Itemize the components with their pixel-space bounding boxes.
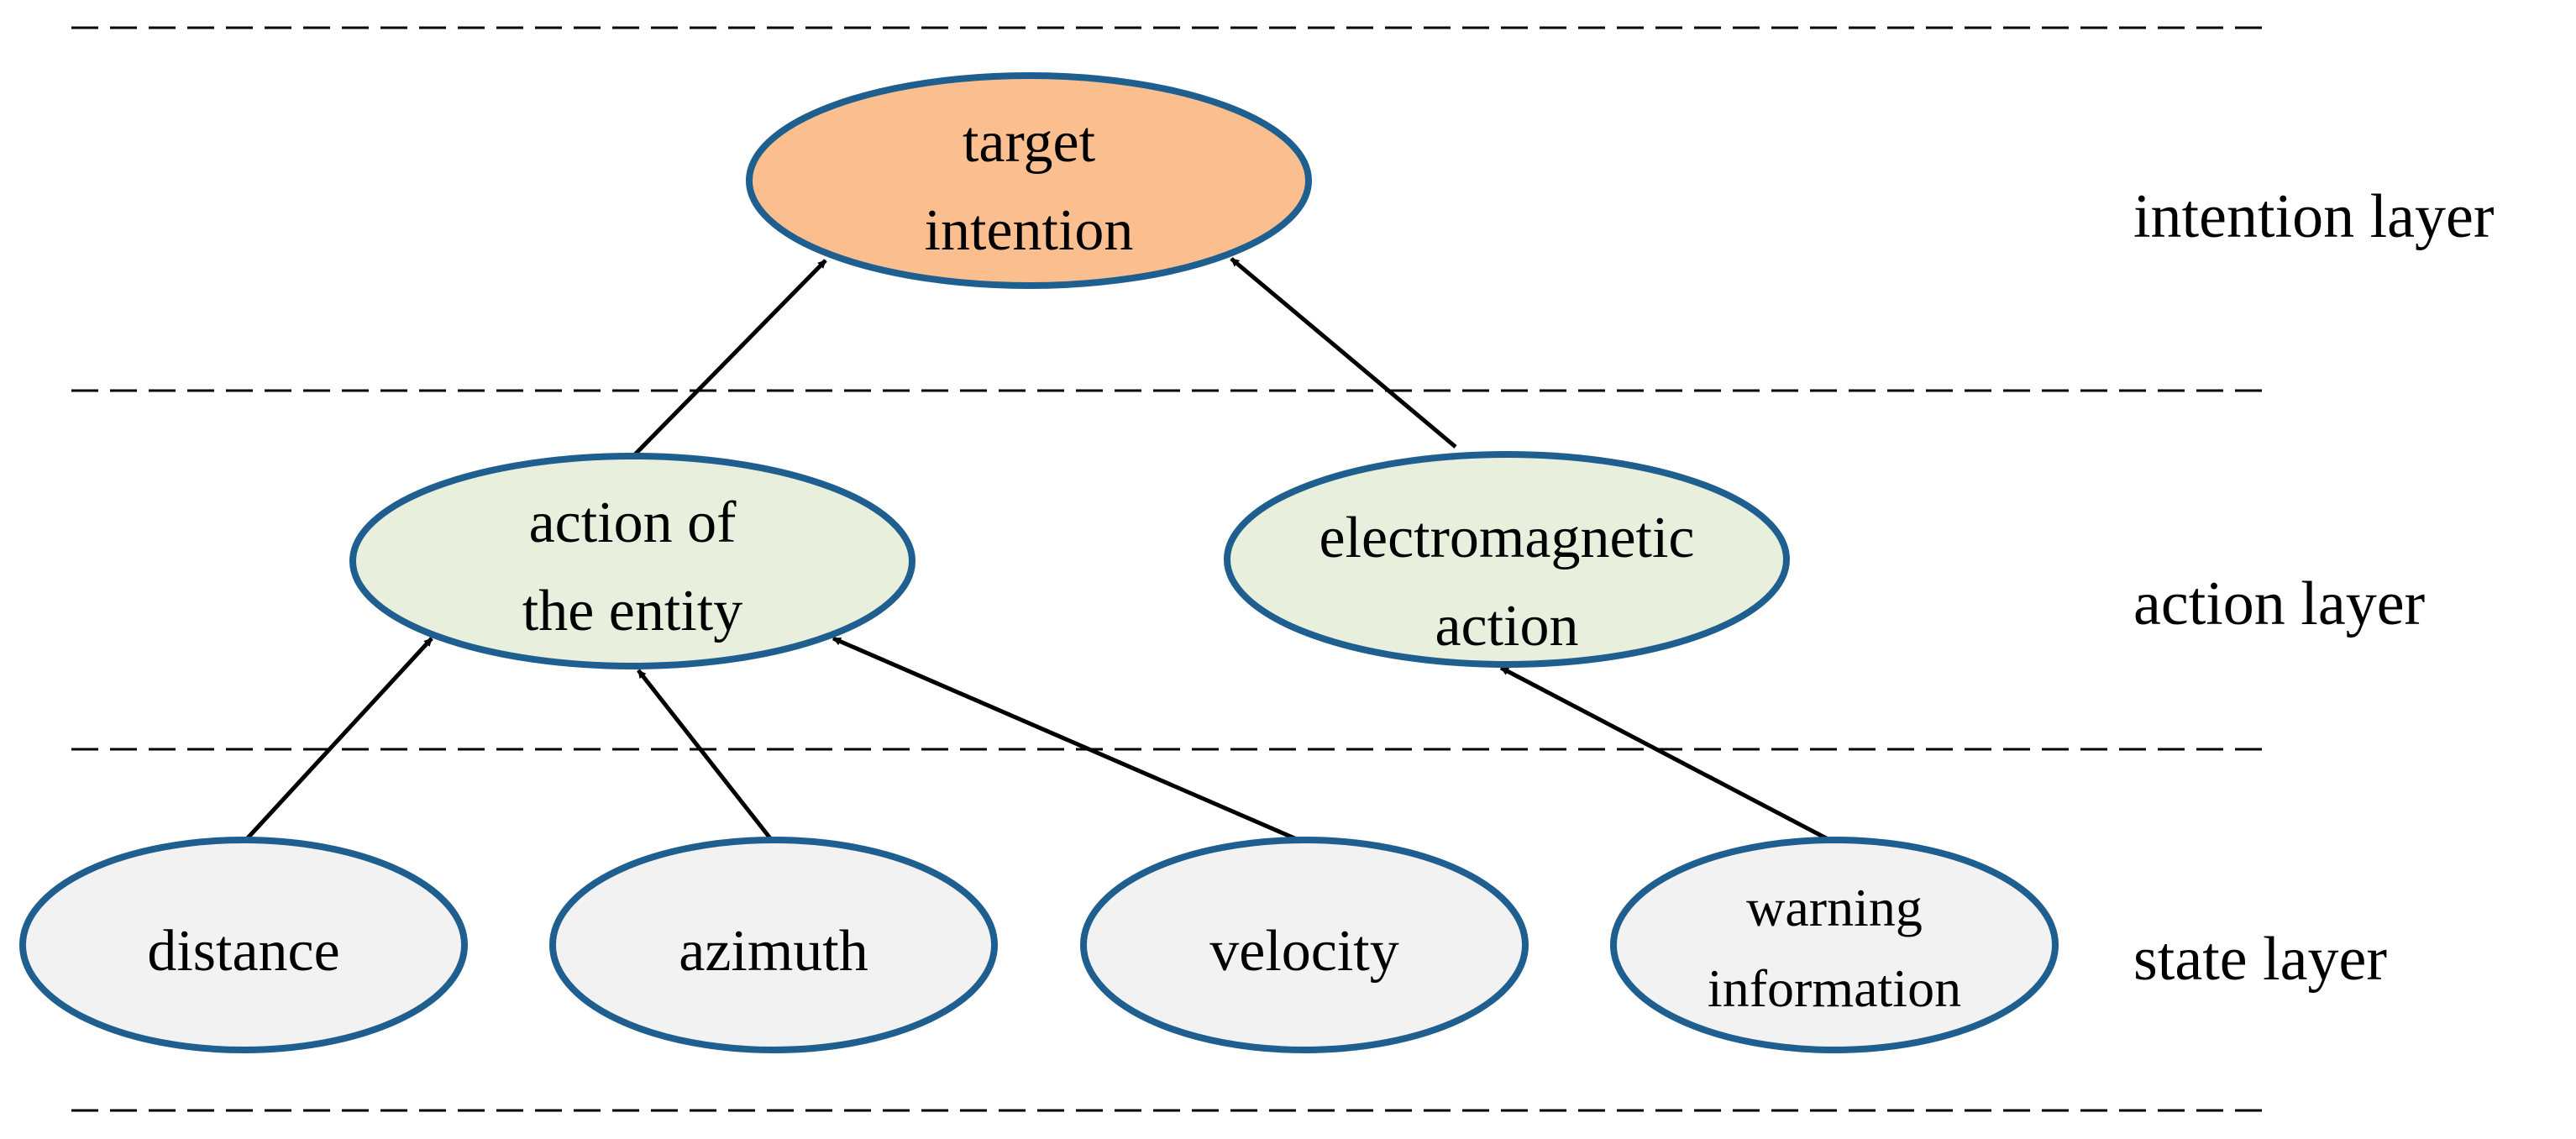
node-velocity: velocity — [1080, 837, 1529, 1053]
node-shape-distance — [19, 837, 468, 1053]
node-shape-azimuth — [549, 837, 998, 1053]
node-shape-target-intention — [746, 72, 1312, 289]
node-shape-velocity — [1080, 837, 1529, 1053]
edge-azimuth-to-action-of-entity — [637, 669, 775, 844]
node-label-line: distance — [147, 919, 339, 984]
layer-labels: intention layer action layer state layer — [2133, 182, 2494, 994]
node-label-line: information — [1708, 958, 1961, 1018]
edge-electromagnetic-action-to-target-intention — [1230, 257, 1457, 449]
node-label-line: warning — [1746, 878, 1923, 937]
node-label-line: action of — [529, 491, 737, 555]
node-action-of-entity: action of the entity — [349, 453, 916, 669]
node-label-line: electromagnetic — [1319, 506, 1695, 570]
layer-separators — [71, 26, 2268, 1112]
node-label-line: the entity — [522, 579, 742, 643]
node-label-line: azimuth — [679, 919, 868, 984]
node-azimuth: azimuth — [549, 837, 998, 1053]
edge-velocity-to-action-of-entity — [832, 636, 1305, 845]
node-warning-information: warning information — [1610, 837, 2059, 1053]
edge-action-of-entity-to-target-intention — [632, 259, 827, 457]
node-label-line: action — [1435, 594, 1578, 659]
layer-label-state: state layer — [2133, 925, 2387, 994]
edge-warning-information-to-electromagnetic-action — [1499, 665, 1836, 845]
layer-label-intention: intention layer — [2133, 182, 2494, 251]
node-label-line: target — [963, 110, 1096, 175]
node-distance: distance — [19, 837, 468, 1053]
node-target-intention: target intention — [746, 72, 1312, 289]
node-label-line: velocity — [1209, 919, 1398, 984]
node-shape-action-of-entity — [349, 453, 916, 669]
node-shape-warning-information — [1610, 837, 2059, 1053]
edges — [242, 257, 1836, 845]
node-label-line: intention — [925, 198, 1134, 263]
edge-distance-to-action-of-entity — [242, 637, 433, 844]
node-shape-electromagnetic-action — [1224, 451, 1790, 668]
node-electromagnetic-action: electromagnetic action — [1224, 451, 1790, 668]
layer-label-action: action layer — [2133, 570, 2425, 638]
